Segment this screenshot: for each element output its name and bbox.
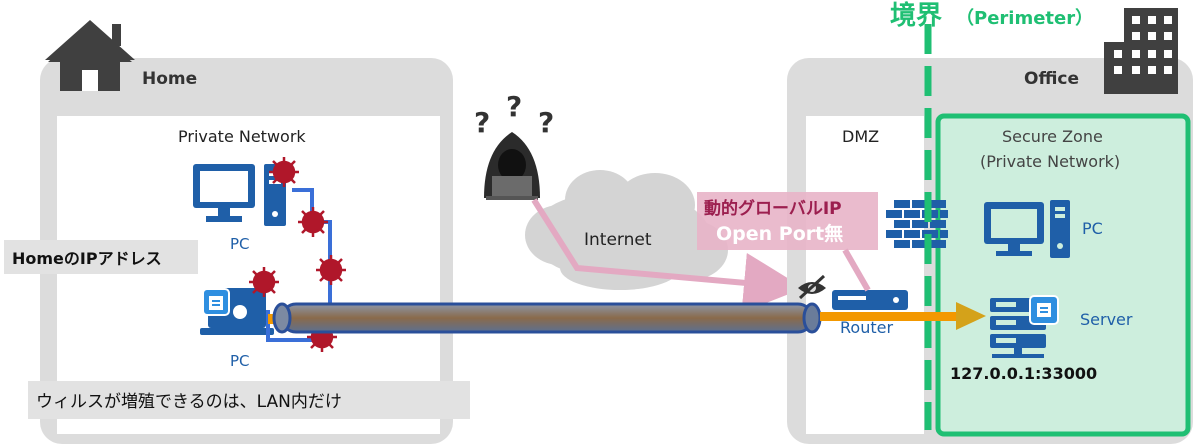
cloud-icon bbox=[525, 170, 728, 290]
server-icon bbox=[990, 298, 1046, 358]
home-pc-top-label: PC bbox=[230, 235, 250, 253]
office-pc-icon bbox=[984, 200, 1070, 258]
home-ip-label-box bbox=[4, 240, 198, 274]
pc-icon bbox=[193, 164, 286, 226]
virus-note-box bbox=[28, 381, 470, 419]
callout-pointer bbox=[842, 248, 871, 292]
tunnel bbox=[268, 302, 822, 334]
virus-icon bbox=[249, 157, 346, 352]
question-mark-icon: ? ? ? bbox=[474, 90, 554, 139]
perimeter-latin: （Perimeter） bbox=[956, 8, 1093, 29]
building-icon bbox=[1104, 8, 1178, 94]
server-address: 127.0.0.1:33000 bbox=[950, 364, 1097, 383]
router-label: Router bbox=[840, 318, 893, 337]
home-ip-label: HomeのIPアドレス bbox=[12, 249, 162, 268]
router-icon bbox=[832, 290, 908, 310]
office-title: Office bbox=[1024, 69, 1079, 89]
app-shield-icon bbox=[202, 288, 230, 316]
svg-text:?: ? bbox=[538, 106, 554, 139]
attack-arrow bbox=[531, 198, 804, 313]
dmz-label: DMZ bbox=[842, 127, 879, 146]
virus-note: ウィルスが増殖できるのは、LAN内だけ bbox=[36, 392, 342, 412]
router-to-server-link bbox=[908, 312, 956, 321]
tunnel-to-router-link bbox=[820, 312, 910, 321]
secure-zone-label: Secure Zone bbox=[1002, 127, 1103, 146]
home-pc-bottom-label: PC bbox=[230, 352, 250, 370]
svg-text:?: ? bbox=[474, 106, 490, 139]
callout-box bbox=[697, 192, 878, 250]
callout-line2: Open Port無 bbox=[716, 222, 843, 245]
callout-line1: 動的グローバルIP bbox=[704, 198, 842, 219]
dmz-box bbox=[806, 116, 924, 434]
office-pc-label: PC bbox=[1082, 219, 1103, 238]
perimeter-kanji: 境界 bbox=[890, 0, 942, 31]
eye-slash-icon bbox=[798, 274, 826, 300]
secure-zone-sub-label: (Private Network) bbox=[980, 152, 1120, 171]
hacker-icon bbox=[484, 132, 540, 200]
server-label: Server bbox=[1080, 310, 1133, 329]
private-network-label: Private Network bbox=[178, 127, 306, 146]
home-title: Home bbox=[142, 69, 197, 89]
internet-label: Internet bbox=[584, 230, 652, 250]
house-icon bbox=[45, 20, 135, 91]
firewall-icon bbox=[886, 200, 948, 248]
svg-text:?: ? bbox=[506, 90, 522, 123]
server-app-icon bbox=[1029, 295, 1059, 325]
server-arrow-head bbox=[956, 302, 986, 330]
